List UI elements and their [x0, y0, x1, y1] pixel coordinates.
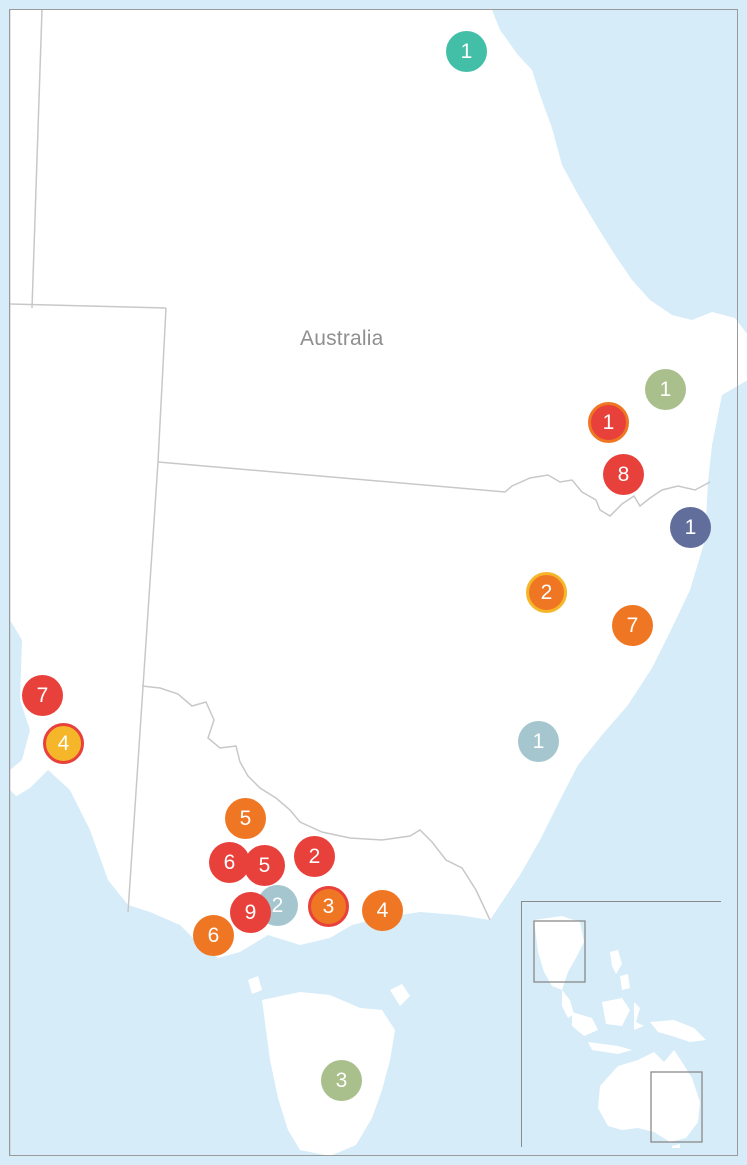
cluster-marker[interactable]: 1 — [446, 31, 487, 72]
cluster-marker[interactable]: 3 — [321, 1060, 362, 1101]
cluster-marker[interactable]: 3 — [308, 886, 349, 927]
cluster-marker[interactable]: 2 — [294, 836, 335, 877]
border-nt-qld-north — [31, 9, 43, 309]
cluster-marker[interactable]: 1 — [588, 402, 629, 443]
border-qld-nsw — [157, 461, 711, 517]
border-wa-sa — [9, 303, 167, 309]
country-label: Australia — [300, 327, 384, 350]
inset-frame-asia — [533, 920, 586, 983]
cluster-marker[interactable]: 2 — [526, 572, 567, 613]
cluster-marker[interactable]: 5 — [225, 798, 266, 839]
cluster-marker[interactable]: 1 — [645, 369, 686, 410]
border-sa-nsw — [127, 461, 159, 913]
cluster-marker[interactable]: 6 — [209, 842, 250, 883]
border-nsw-vic-murray — [141, 685, 491, 921]
island-king — [248, 976, 262, 994]
cluster-marker[interactable]: 4 — [43, 723, 84, 764]
island-flinders — [390, 984, 410, 1006]
cluster-marker[interactable]: 5 — [244, 845, 285, 886]
inset-frame-australia — [650, 1071, 703, 1143]
inset-map-graphic — [522, 902, 722, 1148]
cluster-marker[interactable]: 7 — [22, 675, 63, 716]
overview-inset-map[interactable] — [521, 901, 722, 1148]
border-qld-sa — [157, 307, 167, 463]
gulf-water — [10, 620, 30, 770]
cluster-marker[interactable]: 8 — [603, 454, 644, 495]
cluster-marker[interactable]: 1 — [518, 721, 559, 762]
cluster-marker[interactable]: 9 — [230, 892, 271, 933]
cluster-marker[interactable]: 7 — [612, 605, 653, 646]
state-borders — [9, 9, 711, 921]
mainland-land — [10, 10, 747, 958]
cluster-marker[interactable]: 6 — [193, 915, 234, 956]
cluster-marker[interactable]: 4 — [362, 890, 403, 931]
gulf-water-2 — [10, 790, 20, 812]
cluster-marker[interactable]: 1 — [670, 507, 711, 548]
